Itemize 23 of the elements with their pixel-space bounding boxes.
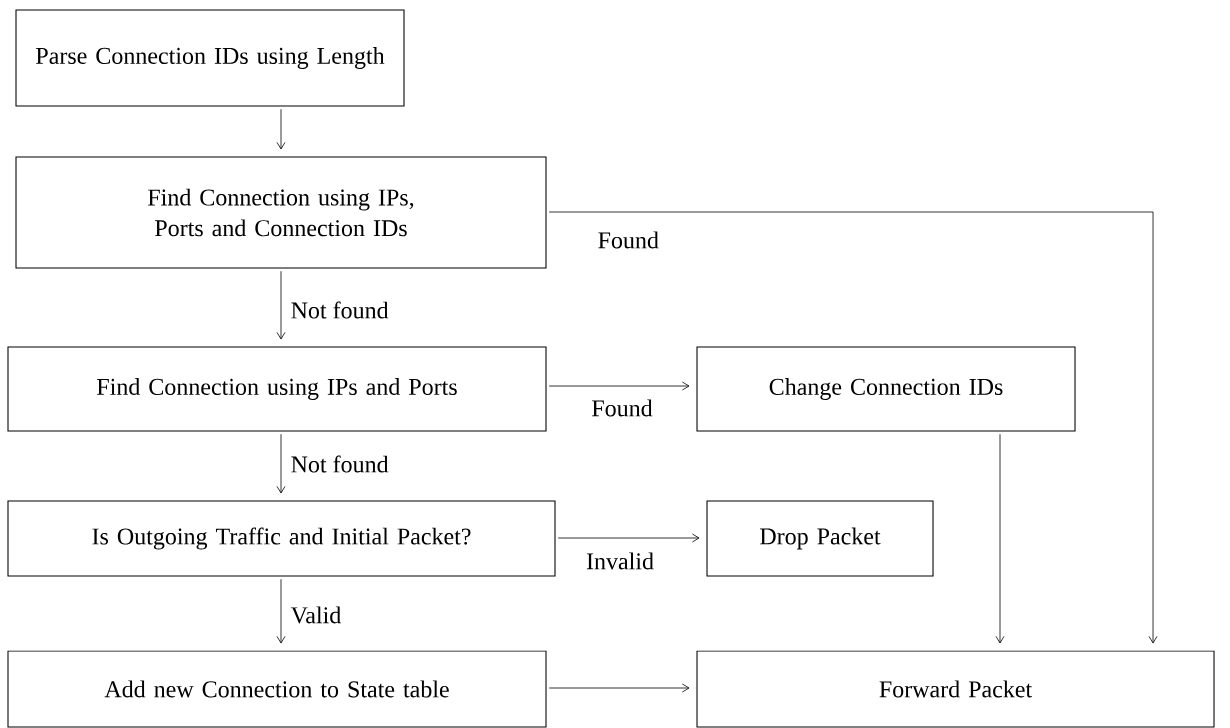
arrow	[557, 533, 700, 543]
arrow	[276, 433, 286, 494]
edge-label: Not found	[289, 454, 390, 474]
arrow	[548, 211, 1158, 644]
arrow	[548, 381, 690, 391]
process-box: Change Connection IDs	[696, 346, 1076, 432]
process-box: Parse Connection IDs using Length	[15, 9, 405, 107]
process-box: Find Connection using IPs, Ports and Connection IDs	[15, 156, 547, 269]
edge-label: Found	[590, 398, 654, 418]
process-box: Find Connection using IPs and Ports	[7, 346, 547, 432]
arrow	[995, 433, 1005, 644]
process-box: Is Outgoing Traffic and Initial Packet?	[7, 500, 556, 577]
edge-label: Valid	[289, 605, 343, 625]
edge-label: Found	[596, 230, 661, 250]
process-box: Forward Packet	[696, 650, 1215, 728]
arrow	[276, 270, 286, 340]
edge-label: Not found	[289, 300, 390, 320]
arrow	[276, 108, 286, 150]
process-box: Add new Connection to State table	[7, 650, 547, 728]
process-box: Drop Packet	[706, 500, 934, 577]
edge-label: Invalid	[584, 551, 656, 571]
arrow	[548, 683, 690, 693]
arrow	[276, 578, 286, 644]
